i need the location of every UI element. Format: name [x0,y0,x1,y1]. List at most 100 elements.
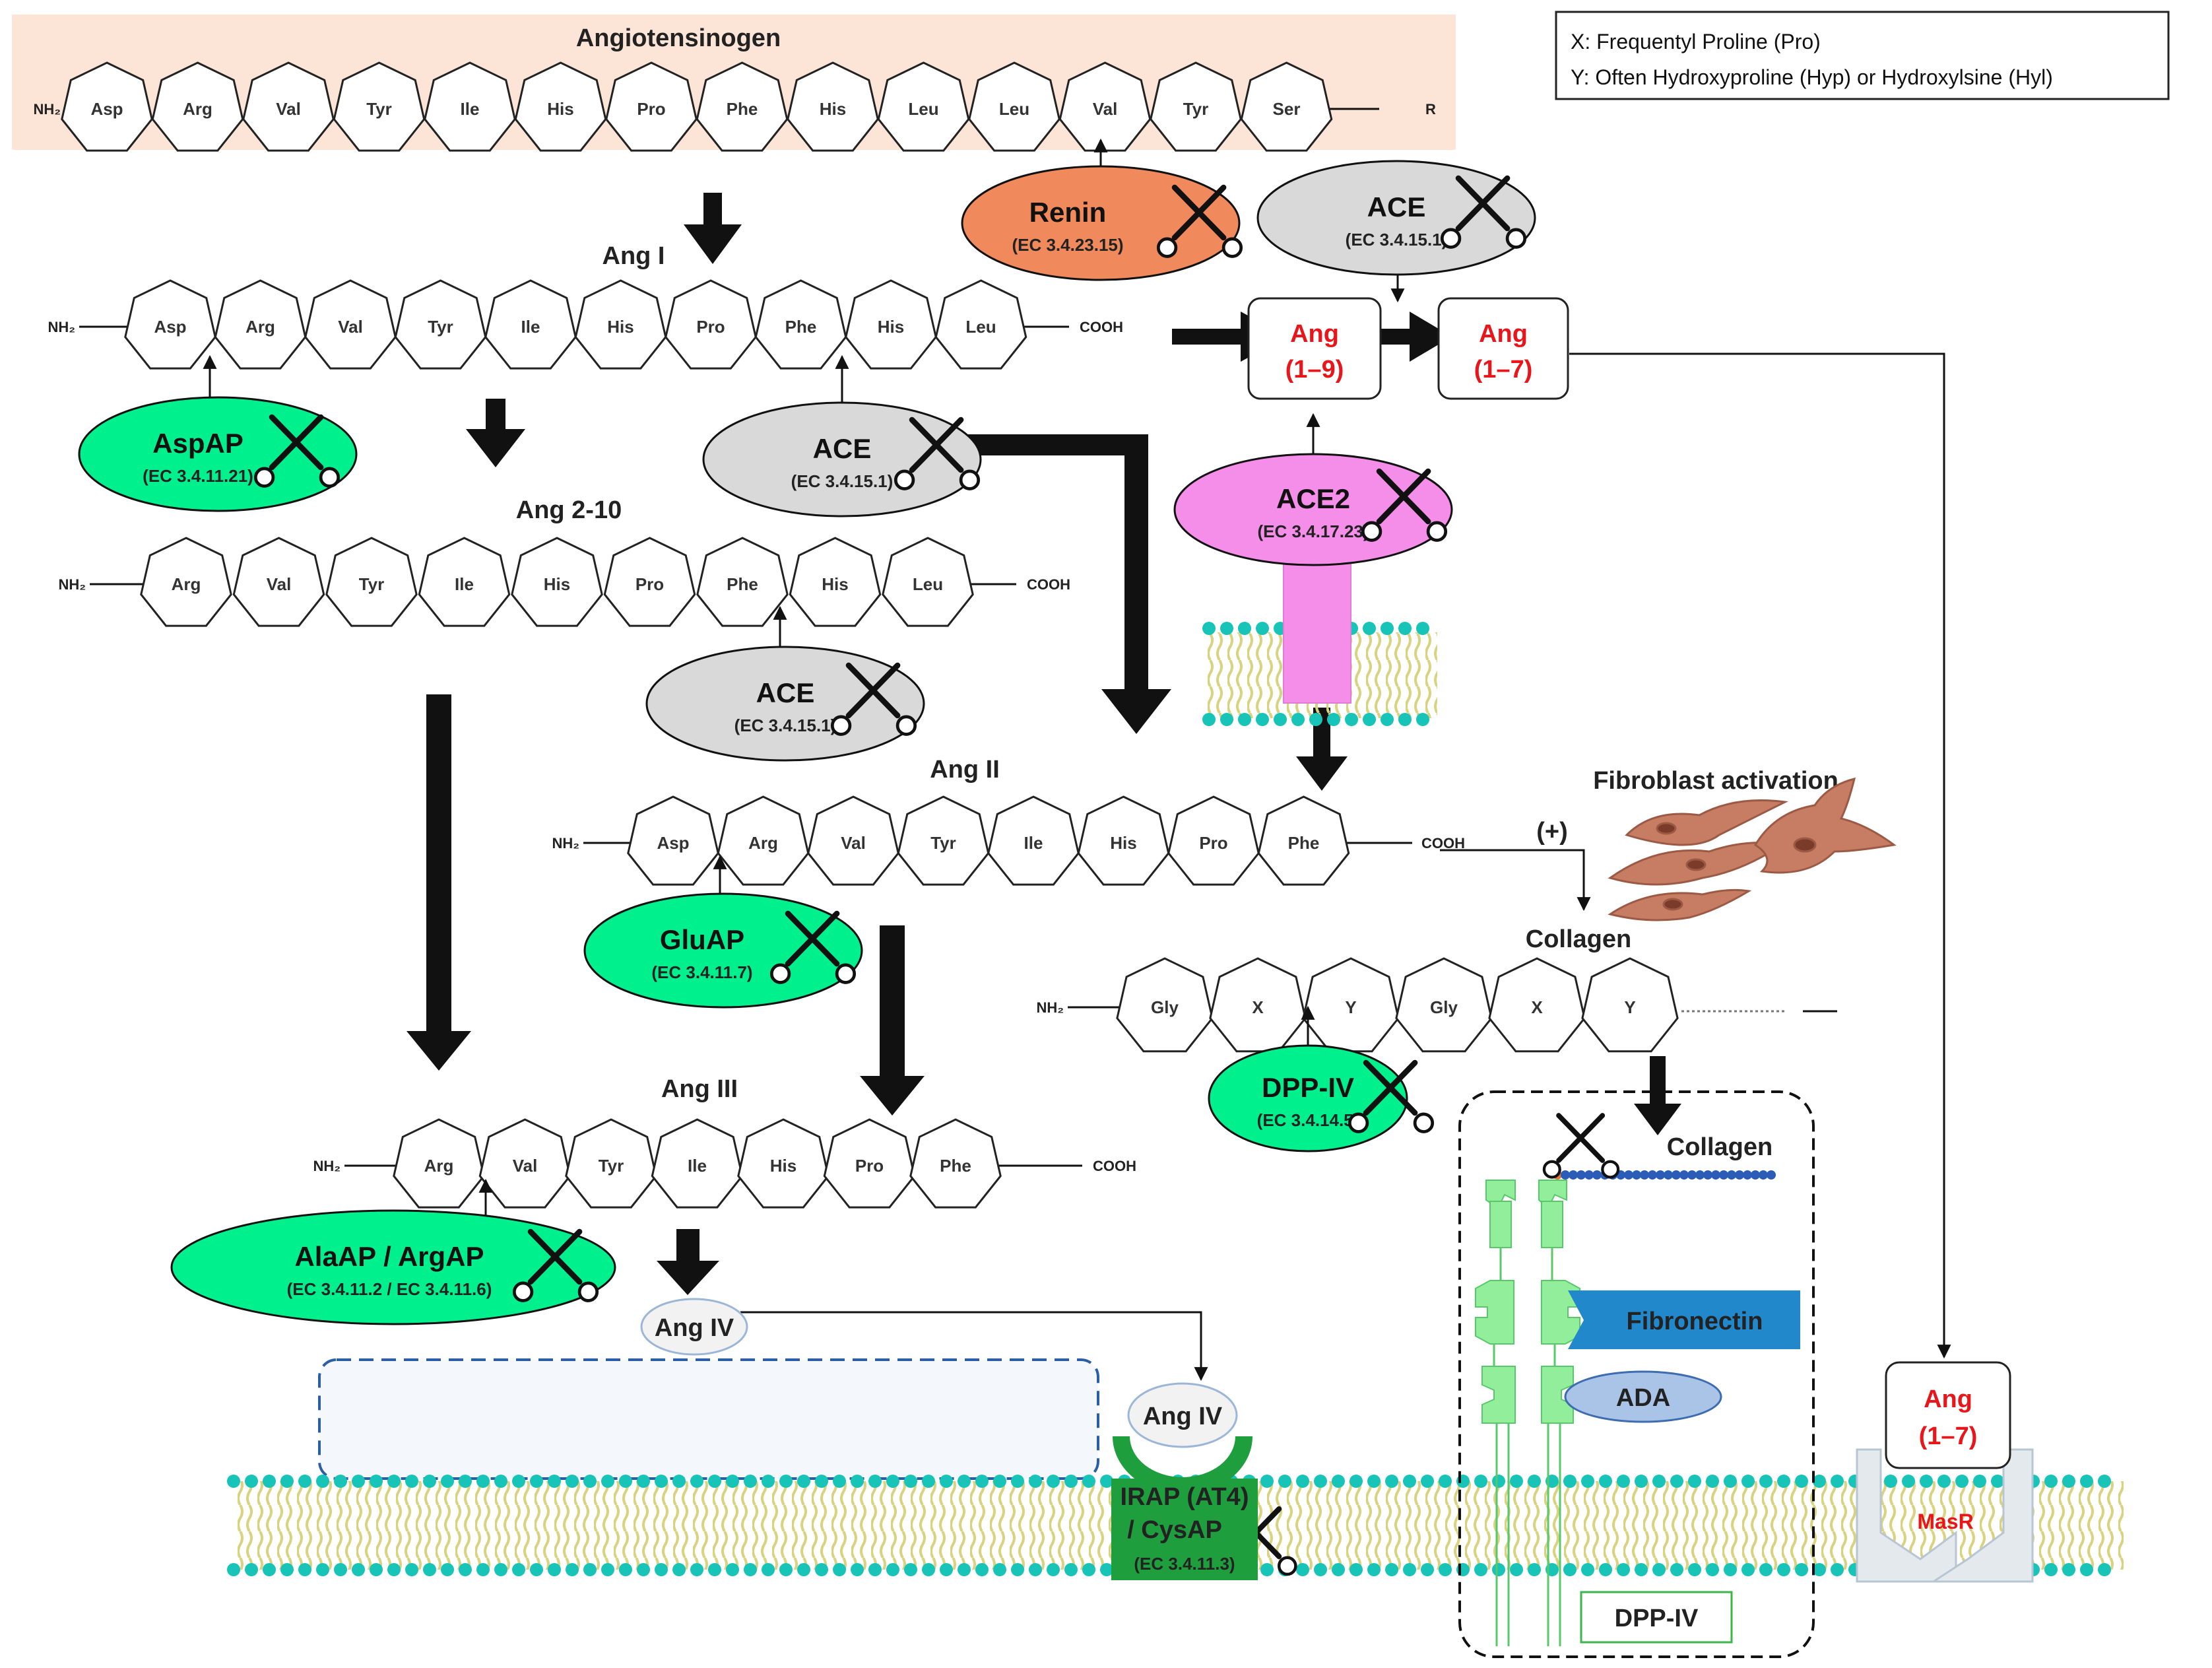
ang19-box: Ang (1–9) [1247,297,1382,400]
ang17-receptor-line1: Ang [1924,1385,1972,1413]
residue-shape [877,61,970,152]
residue-label: Tyr [359,574,385,594]
residue-label: Arg [424,1156,454,1176]
residue-label: Asp [154,317,186,337]
residue-label: Leu [965,317,996,337]
residue-shape [574,279,667,370]
scissors-icon [769,910,857,984]
residue-label: His [547,99,573,119]
cooh-terminal: COOH [1421,835,1465,851]
ang2-10-title: Ang 2-10 [516,496,622,524]
enzyme-name: ACE [1367,191,1426,222]
residue-label: Tyr [366,99,392,119]
ang1-title: Ang I [602,242,665,270]
residue-shape [325,537,418,627]
cooh-terminal: COOH [1080,319,1123,335]
residue-label: Pro [637,99,665,119]
fibroblast-label: Fibroblast activation [1593,767,1838,795]
scissors-icon [1361,468,1448,542]
collagen-fiber-beads [1553,1170,1776,1180]
ace2-enzyme: ACE2(EC 3.4.17.23) [1173,453,1453,566]
residue-shape [1209,957,1307,1053]
residue-shape [140,537,232,627]
residue-label: Arg [748,833,778,853]
enzyme-ec: (EC 3.4.11.7) [651,962,752,982]
residue-shape [754,279,847,370]
svg-text:(1–7): (1–7) [1474,356,1533,384]
residue-shape [717,795,810,886]
ang4-peptide-box [318,1358,1099,1480]
enzyme-ec: (EC 3.4.15.1) [734,716,837,735]
enzyme-ec: (EC 3.4.15.1) [1346,230,1448,250]
residue-shape [787,61,879,152]
scissors-icon [1348,1059,1435,1133]
scissors-icon [894,417,981,490]
ace-mid-enzyme: ACE (EC 3.4.15.1) [702,401,982,517]
cooh-terminal: COOH [1093,1158,1136,1174]
ang17-receptor-line2: (1–7) [1919,1422,1978,1450]
residue-shape [151,61,244,152]
collagen-fiber-label: Collagen [1667,1133,1773,1161]
residue-shape [1167,795,1260,886]
dppiv-dimer [1475,1180,1580,1646]
scissors-icon [1156,184,1243,258]
ang2-title: Ang II [930,756,1000,784]
residue-shape [1395,957,1493,1053]
irap-ec: (EC 3.4.11.3) [1134,1554,1235,1574]
residue-label: Pro [1199,833,1227,853]
residue-shape [823,1118,916,1209]
residue-label: His [607,317,634,337]
residue-shape [61,61,153,152]
residue-shape [1150,61,1242,152]
residue-shape [651,1118,744,1209]
enzyme-ec: (EC 3.4.11.21) [143,466,253,486]
residue-shape [424,61,516,152]
dppiv-label-box: DPP-IV [1580,1591,1733,1644]
residue-label: Arg [183,99,212,119]
residue-label: Leu [999,99,1029,119]
nh2-terminal: NH₂ [48,319,75,335]
masr-receptor: Ang (1–7) MasR [1856,1361,2034,1583]
irap-line1: IRAP (AT4) [1121,1483,1249,1511]
alaap-enzyme: AlaAP / ArgAP(EC 3.4.11.2 / EC 3.4.11.6) [170,1209,616,1325]
residue-label: Arg [172,574,201,594]
residue-shape [214,279,307,370]
aspap-enzyme: AspAP (EC 3.4.11.21) [78,396,358,512]
ang4-bound-label: Ang IV [1143,1403,1223,1430]
residue-label: Pro [855,1156,884,1176]
enzyme-ec: (EC 3.4.23.15) [1012,235,1123,255]
residue-shape [1257,795,1350,886]
residue-label: Ile [521,317,540,337]
residue-shape [897,795,990,886]
enzyme-name: DPP-IV [1262,1072,1354,1103]
enzyme-ec: (EC 3.4.15.1) [791,471,894,491]
collagen-scissors-icon [1542,1113,1620,1179]
gluap-enzyme: GluAP (EC 3.4.11.7) [583,892,863,1009]
residue-shape [394,279,487,370]
residue-label: Phe [940,1156,971,1176]
residue-shape [418,537,511,627]
thin-arrows [203,138,1951,1382]
enzyme-name: GluAP [660,924,744,955]
residue-shape [603,537,696,627]
renin-enzyme: Renin(EC 3.4.23.15) [961,165,1243,281]
residue-label: Gly [1151,997,1179,1017]
enzyme-name: AspAP [152,428,244,459]
enzyme-name: ACE [813,433,872,464]
residue-label: Ile [461,99,480,119]
svg-text:(1–9): (1–9) [1285,356,1344,384]
nh2-terminal: NH₂ [33,101,61,117]
residue-label: Tyr [930,833,956,853]
legend-y: Y: Often Hydroxyproline (Hyp) or Hydroxy… [1571,65,2053,89]
residue-shape [665,279,757,370]
residue-shape [807,795,899,886]
residue-shape [1581,957,1679,1053]
nh2-terminal: NH₂ [1036,999,1064,1016]
residue-label: X [1252,997,1264,1017]
residue-shape [987,795,1080,886]
nh2-terminal: NH₂ [552,835,579,851]
